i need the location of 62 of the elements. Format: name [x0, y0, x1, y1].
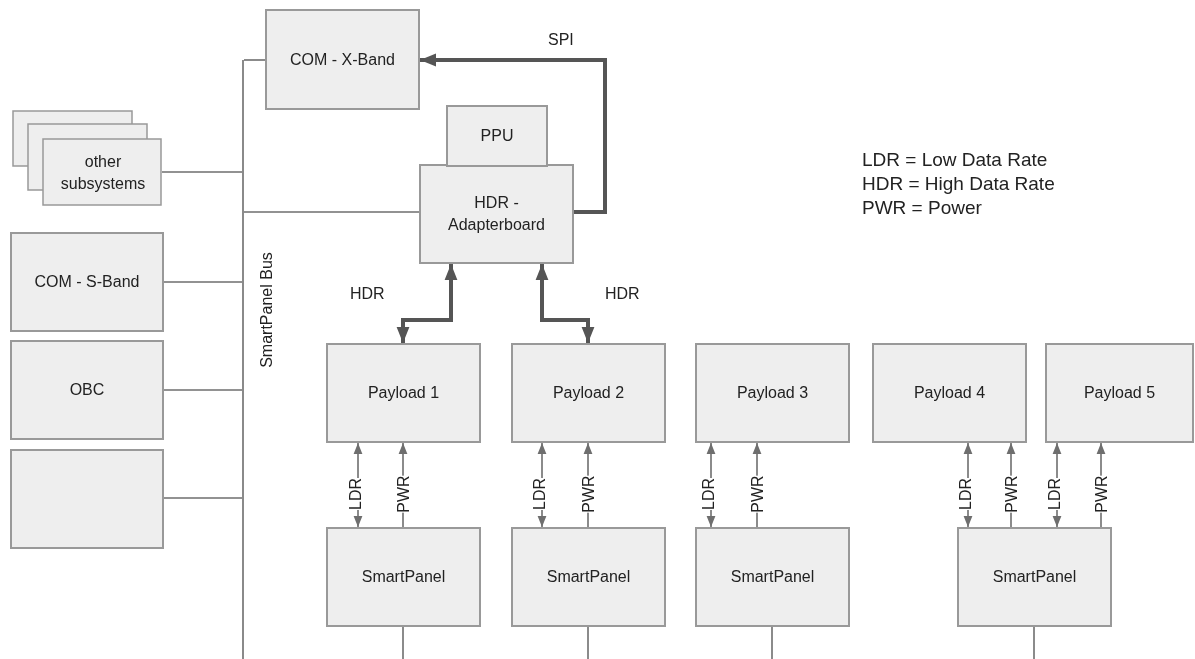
process-box [695, 527, 850, 627]
node-label: Payload 3 [736, 383, 809, 404]
node-label: SmartPanel [546, 567, 631, 588]
connector-line [161, 171, 243, 173]
process-box [326, 527, 481, 627]
process-box [511, 343, 666, 443]
edge-label: LDR [701, 478, 717, 510]
process-box [1045, 343, 1194, 443]
process-box [957, 527, 1112, 627]
process-box [419, 164, 574, 264]
process-box [326, 343, 481, 443]
edge-label: LDR [532, 478, 548, 510]
edge-label: SPI [548, 32, 574, 48]
edge-label: PWR [749, 475, 766, 513]
edge-label: LDR [1047, 478, 1063, 510]
connector-line [163, 281, 243, 283]
connector-line [163, 497, 243, 499]
edge-label: HDR [350, 286, 385, 302]
process-box [446, 105, 548, 167]
edge-label: PWR [1003, 475, 1020, 513]
node-label: Payload 5 [1083, 383, 1156, 404]
node-label: SmartPanel [992, 567, 1077, 588]
node-label: COM - X-Band [290, 49, 395, 70]
node-label: Payload 1 [367, 383, 440, 404]
node-label: PPU [479, 126, 515, 147]
edge-label: HDR [605, 286, 640, 302]
process-box [695, 343, 850, 443]
connector-line [402, 626, 404, 659]
process-box [265, 9, 420, 110]
process-box [10, 232, 164, 332]
process-box [10, 340, 164, 440]
stacked-boxes [12, 110, 162, 206]
connector-line [587, 626, 589, 659]
bus-line [242, 60, 244, 659]
connector-line [163, 389, 243, 391]
edge-label: LDR [348, 478, 364, 510]
bus-label: SmartPanel Bus [259, 251, 275, 370]
node-label: Payload 4 [913, 383, 986, 404]
node-label: COM - S-Band [34, 272, 140, 293]
node-label: SmartPanel [730, 567, 815, 588]
process-box [872, 343, 1027, 443]
node-label: SmartPanel [361, 567, 446, 588]
legend-note: HDR = High Data Rate [862, 172, 1055, 196]
edge-label: PWR [580, 475, 597, 513]
connector-line [771, 626, 773, 659]
process-box [511, 527, 666, 627]
legend-note: LDR = Low Data Rate [862, 148, 1049, 172]
arrow [420, 53, 607, 214]
connector-line [243, 59, 266, 61]
edge-label: PWR [1093, 475, 1110, 513]
process-box [10, 449, 164, 549]
node-label: HDR - Adapterboard [447, 193, 546, 235]
arrow [396, 264, 458, 343]
node-label: other subsystems [59, 152, 147, 194]
node-label: Payload 2 [552, 383, 625, 404]
node-label: OBC [69, 380, 105, 401]
edge-label: LDR [958, 478, 974, 510]
connector-line [243, 211, 420, 213]
connector-line [1033, 626, 1035, 659]
legend-note: PWR = Power [862, 196, 983, 220]
edge-label: PWR [395, 475, 412, 513]
arrow [535, 264, 595, 343]
